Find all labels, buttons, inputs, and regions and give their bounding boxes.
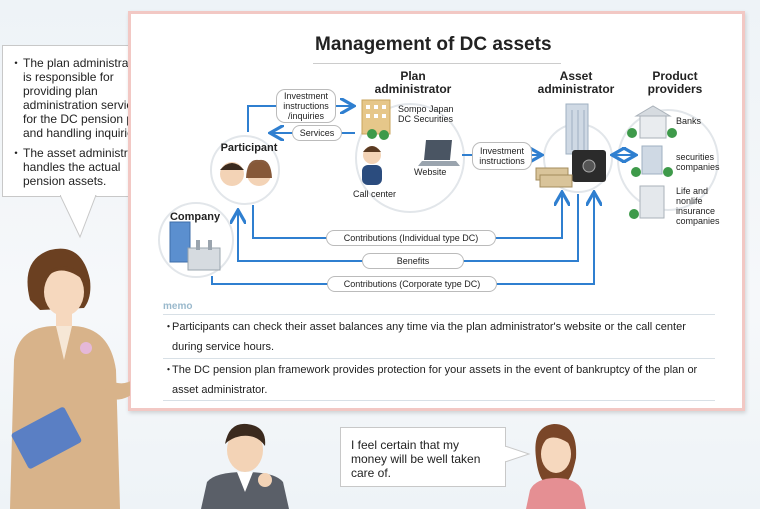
securities-building-icon <box>631 145 673 177</box>
speech-left-item-1: The plan administrator is responsible fo… <box>10 56 153 140</box>
company-label: Company <box>169 211 221 223</box>
life-insurance-label: Life and nonlife insurance companies <box>676 186 720 226</box>
participant-woman-icon <box>246 159 272 186</box>
title-divider <box>313 63 561 64</box>
participant-label: Participant <box>220 142 278 154</box>
memo-rule-bottom <box>163 400 715 401</box>
speech-bubble-right: I feel certain that my money will be wel… <box>340 427 506 487</box>
pill-contrib-corporate: Contributions (Corporate type DC) <box>327 276 497 292</box>
insurance-building-icon <box>629 185 665 219</box>
money-icon <box>535 167 573 188</box>
plan-admin-header: Plan administrator <box>374 69 452 96</box>
laptop-icon <box>418 140 460 166</box>
asset-tower-icon <box>565 103 589 155</box>
speech-left-item-2: The asset administrator handles the actu… <box>10 146 153 188</box>
woman-illustration <box>526 424 586 509</box>
participant-man-icon <box>220 162 244 186</box>
safe-icon <box>572 150 606 182</box>
memo-rule-mid <box>163 358 715 359</box>
company-building-icon <box>169 221 221 271</box>
pill-services: Services <box>292 125 342 141</box>
memo-title: memo <box>163 301 193 312</box>
website-label: Website <box>414 167 447 177</box>
building-icon-sompo <box>361 99 391 140</box>
memo-rule-top <box>163 314 715 315</box>
speech-right-text: I feel certain that my money will be wel… <box>351 438 481 480</box>
participant-circle <box>210 135 280 205</box>
speech-bubble-left-tail <box>60 195 97 239</box>
pill-contrib-individual: Contributions (Individual type DC) <box>326 230 496 246</box>
product-providers-header: Product providers <box>647 69 703 96</box>
memo-item-1: ・Participants can check their asset bala… <box>163 321 686 353</box>
presenter-woman-illustration <box>10 248 130 509</box>
memo-item-2: ・The DC pension plan framework provides … <box>163 364 698 396</box>
man-illustration <box>201 423 289 509</box>
memo-item-2-text: The DC pension plan framework provides p… <box>172 364 698 396</box>
bank-icon <box>627 105 677 139</box>
pill-investment-instructions: Investment instructions <box>472 142 532 170</box>
sompo-label: Sompo Japan DC Securities <box>398 104 454 124</box>
call-center-label: Call center <box>353 189 397 199</box>
banks-label: Banks <box>676 116 702 126</box>
securities-label: securities companies <box>676 152 720 172</box>
operator-icon <box>362 146 382 185</box>
diagram-title: Management of DC assets <box>315 34 552 55</box>
memo-item-1-text: Participants can check their asset balan… <box>172 321 686 353</box>
speech-bubble-right-tail <box>505 446 531 463</box>
pill-investment-inquiries: Investment instructions /inquiries <box>276 89 336 123</box>
asset-admin-header: Asset administrator <box>537 69 615 96</box>
pill-benefits: Benefits <box>362 253 464 269</box>
